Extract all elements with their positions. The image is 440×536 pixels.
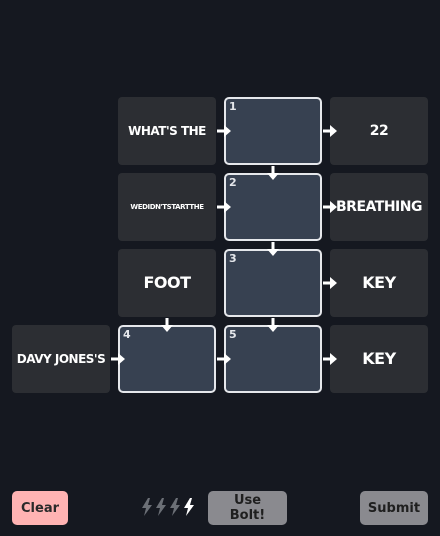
arrow-down-icon [161,318,173,332]
bolt-icon-used [142,498,152,516]
answer-box-1[interactable]: 1 [224,97,322,165]
clue-row1-right: 22 [330,97,428,165]
arrow-down-icon [267,242,279,256]
answer-number: 2 [229,176,237,189]
clue-row3-right: KEY [330,249,428,317]
answer-number: 3 [229,252,237,265]
arrow-right-icon [217,125,231,137]
use-bolt-button[interactable]: Use Bolt! [208,491,287,525]
bolts-remaining [141,498,197,518]
clue-row2-right: BREATHING [330,173,428,241]
arrow-right-icon [323,125,337,137]
clue-row4-right: KEY [330,325,428,393]
answer-number: 5 [229,328,237,341]
bolt-icon-used [170,498,180,516]
arrow-down-icon [267,318,279,332]
submit-button[interactable]: Submit [360,491,428,525]
clue-row1-left: WHAT'S THE [118,97,216,165]
arrow-right-icon [323,201,337,213]
arrow-right-icon [323,277,337,289]
arrow-right-icon [217,353,231,365]
bolt-icon [184,498,194,516]
clue-row4-left: DAVY JONES'S [12,325,110,393]
answer-box-2[interactable]: 2 [224,173,322,241]
arrow-right-icon [323,353,337,365]
bolt-icon-used [156,498,166,516]
answer-number: 4 [123,328,131,341]
clue-row2-left: WEDIDN'TSTARTTHE [118,173,216,241]
arrow-down-icon [267,166,279,180]
answer-box-4[interactable]: 4 [118,325,216,393]
clear-button[interactable]: Clear [12,491,68,525]
answer-box-5[interactable]: 5 [224,325,322,393]
answer-number: 1 [229,100,237,113]
arrow-right-icon [217,201,231,213]
answer-box-3[interactable]: 3 [224,249,322,317]
clue-row3-left: FOOT [118,249,216,317]
arrow-right-icon [111,353,125,365]
